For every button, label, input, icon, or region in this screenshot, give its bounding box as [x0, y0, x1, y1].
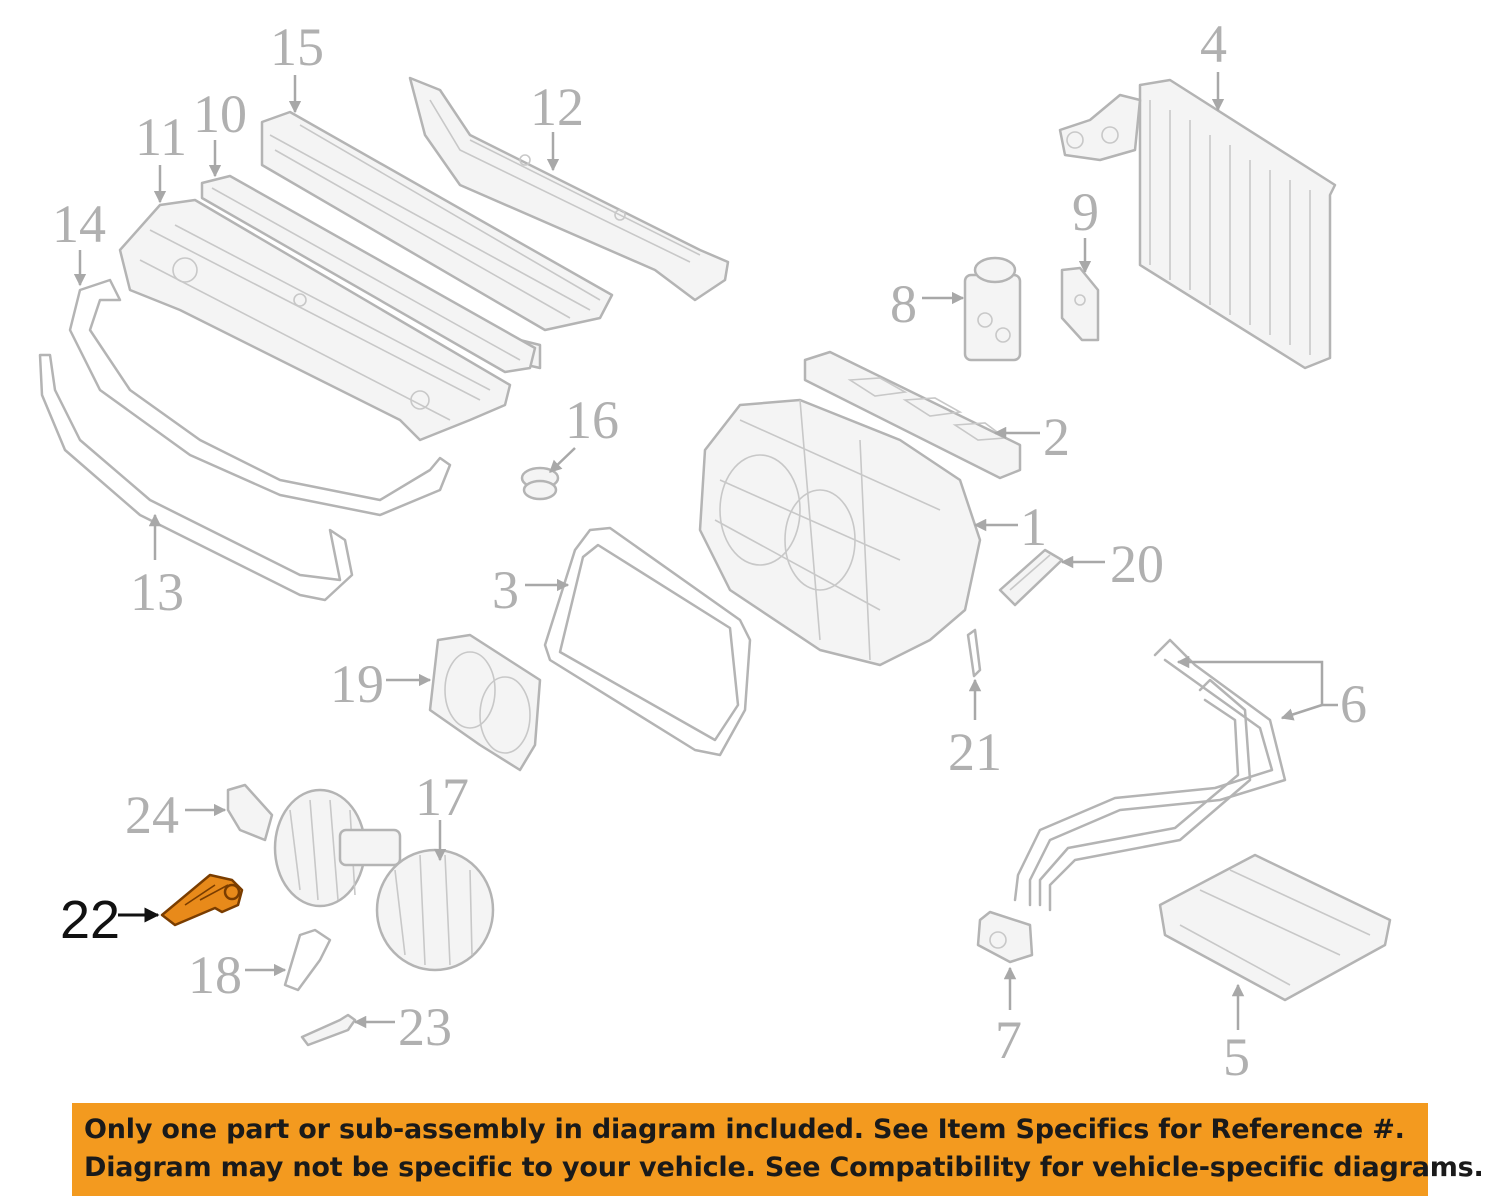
- callout-10: 10: [193, 84, 247, 144]
- part-3-frame-seal: [543, 526, 752, 757]
- callout-12: 12: [530, 77, 584, 137]
- part-16-grommet: [520, 466, 560, 501]
- part-12-bracket-rail: [408, 76, 730, 302]
- part-10-filter: [200, 174, 537, 374]
- callout-6: 6: [1340, 674, 1367, 734]
- notice-line-1: Only one part or sub-assembly in diagram…: [84, 1114, 1405, 1145]
- callout-21: 21: [948, 722, 1002, 782]
- part-23-sensor: [300, 1013, 357, 1047]
- callout-16: 16: [565, 390, 619, 450]
- callout-20: 20: [1110, 534, 1164, 594]
- part-5-heater-core: [1158, 853, 1392, 1002]
- part-21-hose: [966, 628, 982, 678]
- part-6-pipes: [1013, 638, 1287, 912]
- callout-14: 14: [52, 194, 106, 254]
- part-22-highlighted: [160, 873, 244, 927]
- part-8-expansion-valve: [963, 256, 1022, 362]
- part-13-seal-strip: [38, 353, 354, 602]
- callout-3: 3: [492, 560, 519, 620]
- callout-17: 17: [415, 767, 469, 827]
- part-20-filter-insert: [998, 548, 1064, 607]
- callout-7: 7: [995, 1010, 1022, 1070]
- callout-8: 8: [890, 274, 917, 334]
- part-24-resistor: [226, 783, 274, 842]
- callout-19: 19: [330, 654, 384, 714]
- part-17-blower-motor: [273, 788, 495, 972]
- callout-11: 11: [135, 107, 187, 167]
- callout-2: 2: [1043, 407, 1070, 467]
- part-9-clip: [1060, 266, 1100, 342]
- callout-1: 1: [1020, 497, 1047, 557]
- part-4-evaporator: [1058, 78, 1337, 370]
- part-18-bracket: [283, 928, 332, 992]
- callout-23: 23: [398, 997, 452, 1057]
- callout-4: 4: [1200, 14, 1227, 74]
- part-11-housing-cover: [118, 198, 512, 442]
- part-2-duct-grille: [803, 350, 1022, 480]
- part-1-hvac-housing: [698, 398, 982, 667]
- part-7-connector: [976, 910, 1034, 964]
- part-19-blower-housing: [428, 633, 542, 772]
- callout-24: 24: [125, 785, 179, 845]
- part-14-seal: [68, 278, 452, 517]
- callout-15: 15: [270, 17, 324, 77]
- notice-line-2: Diagram may not be specific to your vehi…: [84, 1152, 1484, 1183]
- callout-5: 5: [1223, 1027, 1250, 1087]
- callout-13: 13: [130, 562, 184, 622]
- notice-banner: Only one part or sub-assembly in diagram…: [72, 1103, 1484, 1196]
- callout-arrows: [73, 72, 1338, 1030]
- callout-9: 9: [1072, 182, 1099, 242]
- callout-18: 18: [188, 945, 242, 1005]
- callout-22: 22: [60, 890, 120, 950]
